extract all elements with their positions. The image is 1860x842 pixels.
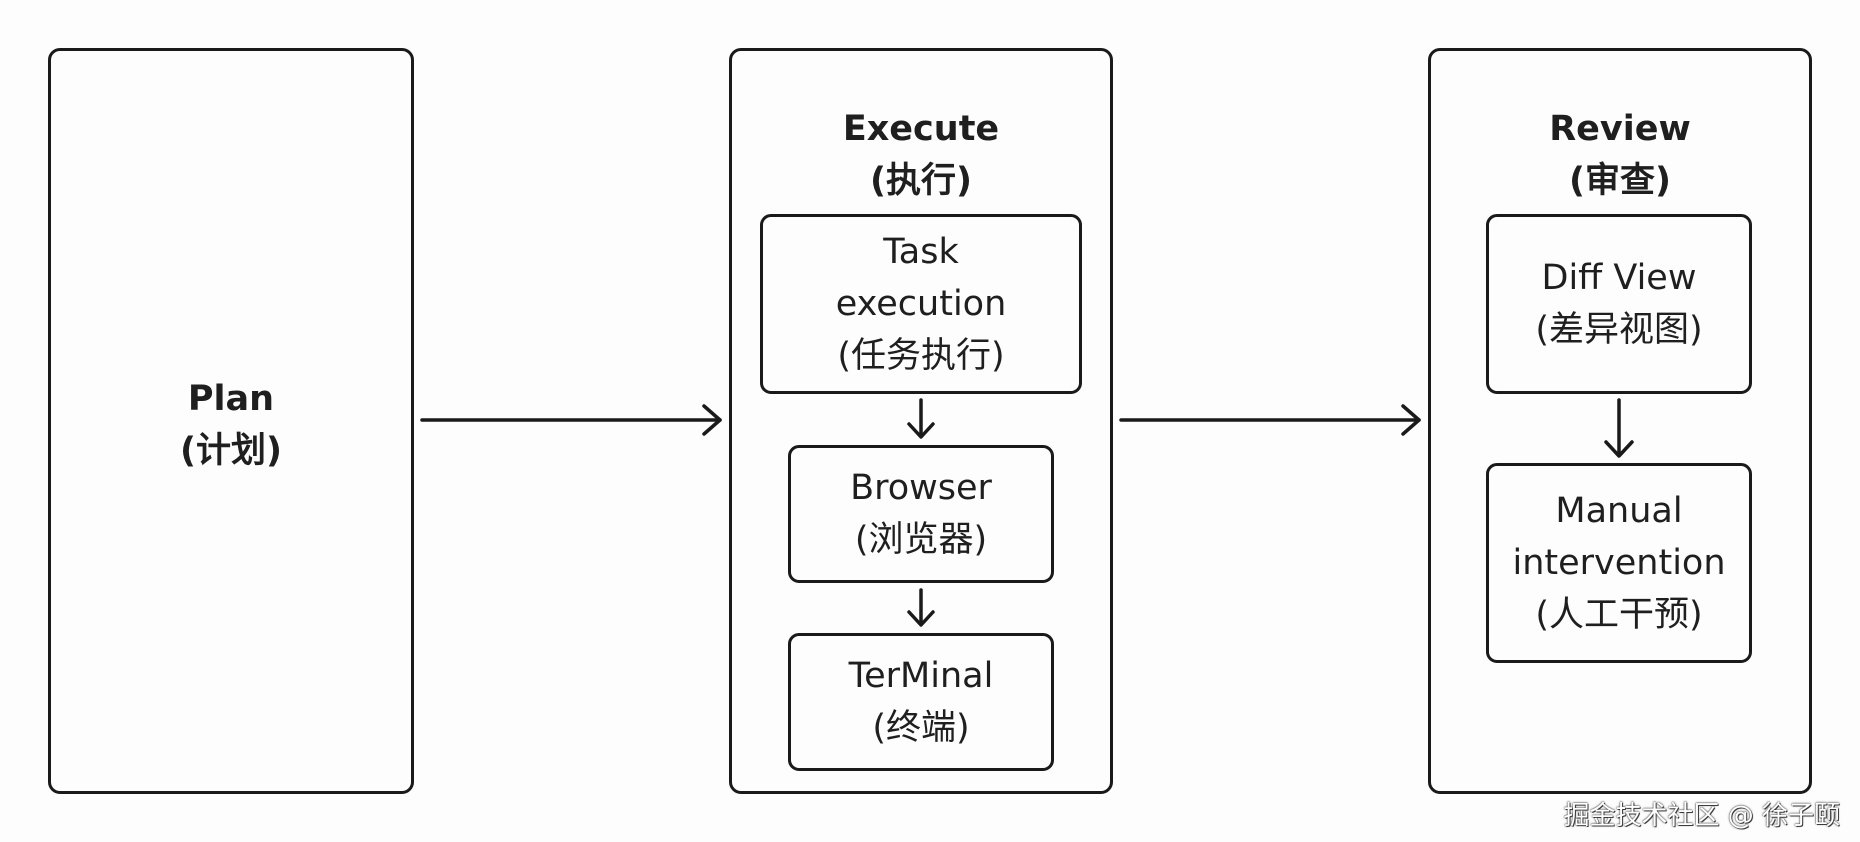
terminal-label-1: TerMinal xyxy=(848,656,994,696)
arrow-diff-to-manual xyxy=(1604,398,1634,458)
manual-intervention-label-3: (人工干预) xyxy=(1535,595,1703,635)
task-execution-label-3: (任务执行) xyxy=(837,336,1005,376)
arrow-execute-to-review xyxy=(1119,404,1421,436)
plan-title-en: Plan xyxy=(187,379,275,419)
task-execution-label-2: execution xyxy=(835,284,1007,324)
execute-title-en: Execute xyxy=(842,109,1000,149)
browser-label-2: (浏览器) xyxy=(854,520,988,560)
plan-title-zh: (计划) xyxy=(180,431,282,471)
review-title-zh: (审查) xyxy=(1569,161,1671,201)
review-title-en: Review xyxy=(1549,109,1691,149)
diff-view-label-2: (差异视图) xyxy=(1535,310,1703,350)
diff-view-label-1: Diff View xyxy=(1541,258,1697,298)
diff-view-box: Diff View (差异视图) xyxy=(1486,214,1752,394)
arrow-plan-to-execute xyxy=(420,404,722,436)
execute-title: Execute (执行) xyxy=(732,103,1110,207)
task-execution-label-1: Task xyxy=(883,232,959,272)
plan-panel: Plan (计划) xyxy=(48,48,414,794)
task-execution-box: Task execution (任务执行) xyxy=(760,214,1082,394)
review-title: Review (审查) xyxy=(1431,103,1809,207)
browser-label-1: Browser xyxy=(850,468,992,508)
browser-box: Browser (浏览器) xyxy=(788,445,1054,583)
manual-intervention-label-2: intervention xyxy=(1512,543,1726,583)
terminal-label-2: (终端) xyxy=(872,708,970,748)
plan-title: Plan (计划) xyxy=(51,373,411,477)
arrow-browser-to-terminal xyxy=(907,588,935,627)
arrow-task-to-browser xyxy=(907,398,935,439)
review-panel: Review (审查) xyxy=(1428,48,1812,794)
watermark: 掘金技术社区 @ 徐子颐 xyxy=(1563,801,1840,831)
execute-title-zh: (执行) xyxy=(870,161,972,201)
manual-intervention-label-1: Manual xyxy=(1555,491,1683,531)
manual-intervention-box: Manual intervention (人工干预) xyxy=(1486,463,1752,663)
terminal-box: TerMinal (终端) xyxy=(788,633,1054,771)
